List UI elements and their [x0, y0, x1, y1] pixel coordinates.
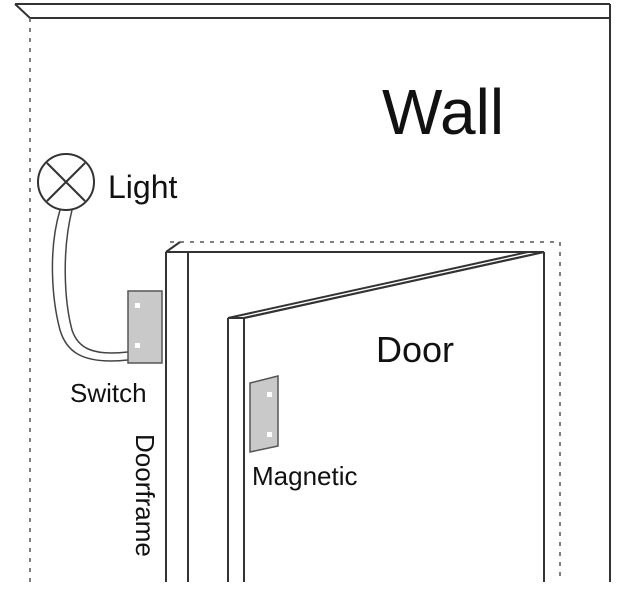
switch-sensor [127, 290, 163, 364]
light-label: Light [108, 169, 178, 205]
doorframe [165, 241, 545, 582]
wall-label: Wall [382, 76, 504, 148]
door-label: Door [376, 329, 454, 370]
doorframe-label: Doorframe [130, 434, 160, 557]
light-icon [37, 153, 95, 211]
wall [14, 3, 611, 582]
magnetic-sensor [249, 375, 279, 453]
switch-label: Switch [70, 378, 147, 408]
wire [51, 209, 129, 362]
magnetic-label: Magnetic [252, 461, 358, 491]
door [227, 251, 545, 582]
